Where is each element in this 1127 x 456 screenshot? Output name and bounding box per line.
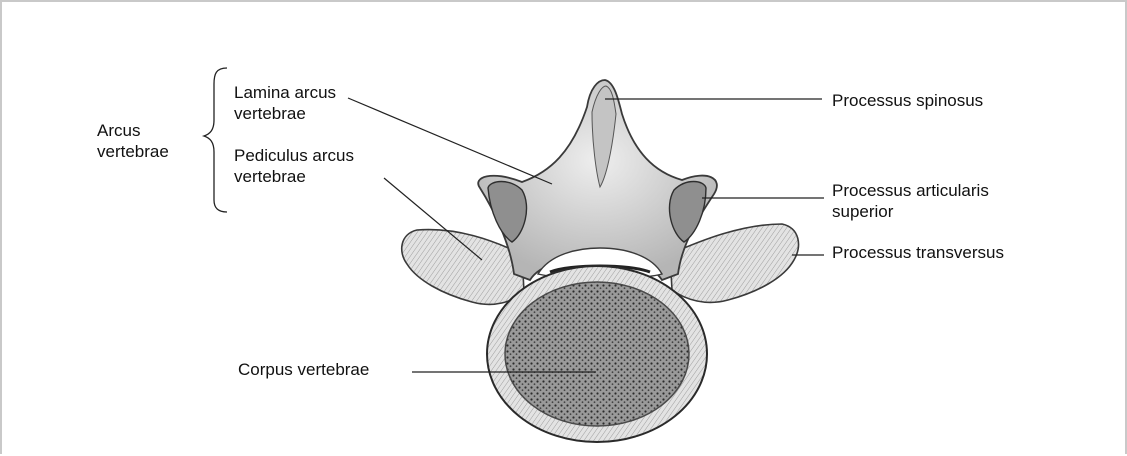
label-processus-articularis: Processus articularis superior	[832, 180, 989, 222]
label-lamina-arcus: Lamina arcus vertebrae	[234, 82, 336, 124]
label-lamina-line2: vertebrae	[234, 103, 336, 124]
label-articularis-line2: superior	[832, 201, 989, 222]
label-processus-transversus: Processus transversus	[832, 242, 1004, 263]
label-arcus-line1: Arcus	[97, 120, 169, 141]
label-arcus-vertebrae: Arcus vertebrae	[97, 120, 169, 162]
label-pediculus-line2: vertebrae	[234, 166, 354, 187]
vertebral-body-cancellous	[505, 282, 689, 426]
label-articularis-line1: Processus articularis	[832, 180, 989, 201]
label-arcus-line2: vertebrae	[97, 141, 169, 162]
label-pediculus-line1: Pediculus arcus	[234, 145, 354, 166]
articular-process-left	[488, 182, 527, 243]
arcus-bracket	[204, 68, 227, 212]
label-processus-spinosus: Processus spinosus	[832, 90, 983, 111]
label-corpus-vertebrae: Corpus vertebrae	[238, 359, 369, 380]
label-pediculus-arcus: Pediculus arcus vertebrae	[234, 145, 354, 187]
leader-lamina	[348, 98, 552, 184]
label-lamina-line1: Lamina arcus	[234, 82, 336, 103]
